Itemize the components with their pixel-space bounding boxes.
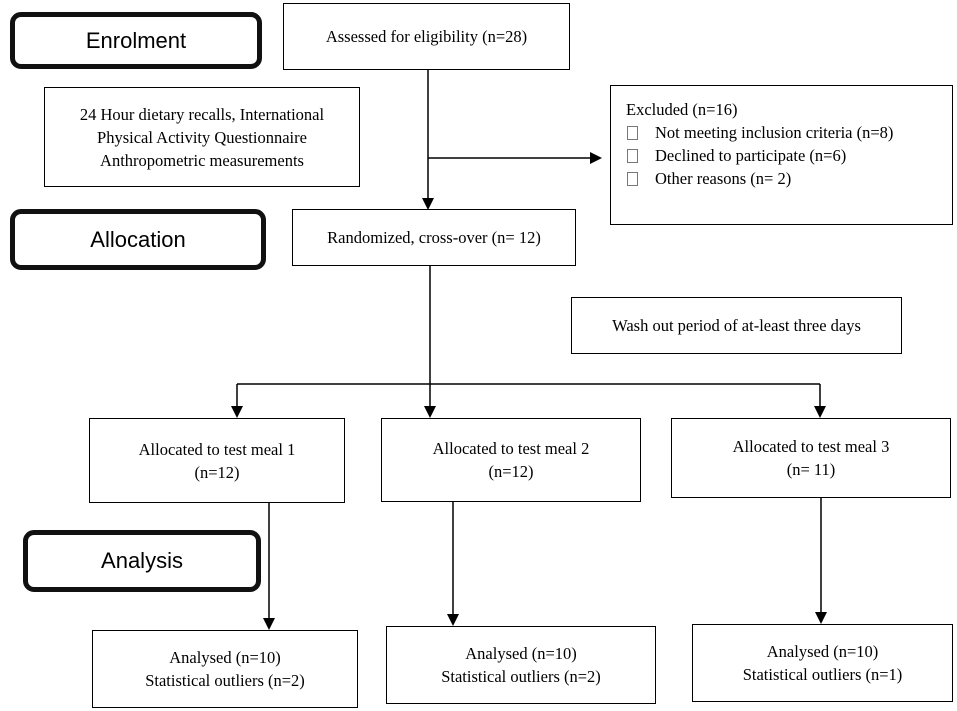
excluded-box: Excluded (n=16) Not meeting inclusion cr… [610, 85, 953, 225]
checkbox-icon [627, 171, 638, 186]
checkbox-icon [627, 148, 638, 163]
analysed-meal-3-box: Analysed (n=10) Statistical outliers (n=… [692, 624, 953, 702]
stage-allocation-label: Allocation [90, 226, 186, 252]
excluded-item-label: Not meeting inclusion criteria (n=8) [655, 123, 894, 142]
stage-allocation: Allocation [10, 209, 266, 270]
washout-box: Wash out period of at-least three days [571, 297, 902, 354]
allocated-meal-2-label: Allocated to test meal 2 [432, 439, 590, 458]
excluded-title: Excluded (n=16) [626, 100, 738, 119]
analysed-meal-3-label: Analysed (n=10) [766, 642, 879, 661]
allocated-meal-3-count: (n= 11) [786, 460, 836, 479]
allocated-meal-3-label: Allocated to test meal 3 [732, 437, 890, 456]
checkbox-icon [627, 125, 638, 140]
analysed-meal-1-label: Analysed (n=10) [169, 648, 281, 667]
arrow-head-analysed2 [447, 614, 459, 626]
allocated-meal-1-label: Allocated to test meal 1 [138, 439, 296, 459]
stage-enrolment-label: Enrolment [85, 27, 187, 53]
allocated-meal-2-box: Allocated to test meal 2 (n=12) [381, 418, 641, 502]
allocated-meal-2-count: (n=12) [488, 462, 534, 481]
arrow-head-excluded [590, 152, 602, 164]
excluded-item: Not meeting inclusion criteria (n=8) [626, 121, 893, 144]
analysed-meal-1-outliers: Statistical outliers (n=2) [145, 671, 305, 690]
randomized-label: Randomized, cross-over (n= 12) [327, 228, 541, 247]
arrow-head-meal1 [231, 406, 243, 418]
baseline-line-1: 24 Hour dietary recalls, International [79, 104, 325, 124]
stage-analysis-label: Analysis [101, 548, 183, 573]
washout-label: Wash out period of at-least three days [612, 316, 861, 335]
excluded-item: Declined to participate (n=6) [626, 144, 846, 167]
arrow-head-meal3 [814, 406, 826, 418]
stage-analysis: Analysis [23, 530, 261, 592]
arrow-head-meal2 [424, 406, 436, 418]
arrow-head-randomized [422, 198, 434, 210]
analysed-meal-2-outliers: Statistical outliers (n=2) [441, 667, 601, 686]
excluded-item: Other reasons (n= 2) [626, 167, 791, 190]
analysed-meal-2-label: Analysed (n=10) [465, 644, 577, 663]
baseline-line-2: Physical Activity Questionnaire [97, 127, 307, 147]
arrow-head-analysed3 [815, 612, 827, 624]
baseline-measures-box: 24 Hour dietary recalls, International P… [44, 87, 360, 187]
analysed-meal-2-box: Analysed (n=10) Statistical outliers (n=… [386, 626, 656, 704]
randomized-box: Randomized, cross-over (n= 12) [292, 209, 576, 266]
stage-enrolment: Enrolment [10, 12, 262, 69]
analysed-meal-1-box: Analysed (n=10) Statistical outliers (n=… [92, 630, 358, 708]
arrow-head-analysed1 [263, 618, 275, 630]
allocated-meal-3-box: Allocated to test meal 3 (n= 11) [671, 418, 951, 498]
excluded-item-label: Other reasons (n= 2) [655, 169, 792, 188]
assessed-label: Assessed for eligibility (n=28) [325, 27, 528, 46]
assessed-box: Assessed for eligibility (n=28) [283, 3, 570, 70]
excluded-item-label: Declined to participate (n=6) [655, 146, 847, 165]
allocated-meal-1-box: Allocated to test meal 1 (n=12) [89, 418, 345, 503]
baseline-line-3: Anthropometric measurements [100, 150, 304, 170]
analysed-meal-3-outliers: Statistical outliers (n=1) [742, 665, 903, 684]
allocated-meal-1-count: (n=12) [194, 462, 240, 482]
